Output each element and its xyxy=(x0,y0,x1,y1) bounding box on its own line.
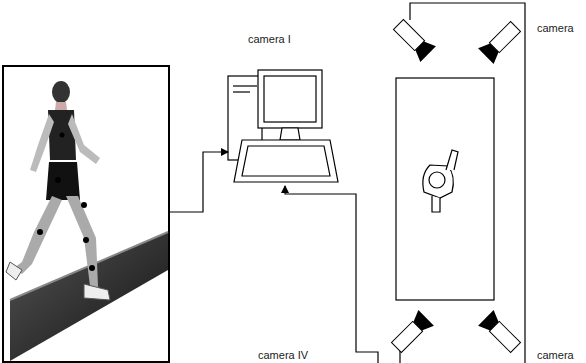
runner-photo xyxy=(3,66,169,362)
photo-link xyxy=(169,152,228,212)
camera-label: camera xyxy=(537,349,574,361)
computer xyxy=(228,70,338,182)
camera-label: camera xyxy=(537,22,574,34)
camera-label: camera IV xyxy=(258,349,308,361)
camera-label: camera I xyxy=(248,33,291,45)
treadmill xyxy=(396,78,494,300)
camera-symbol xyxy=(391,17,436,62)
subject-top-view xyxy=(423,150,458,212)
camera-link xyxy=(285,186,378,363)
camera-symbol xyxy=(389,310,434,355)
camera-symbol xyxy=(478,310,523,355)
camera-symbol xyxy=(478,19,523,64)
